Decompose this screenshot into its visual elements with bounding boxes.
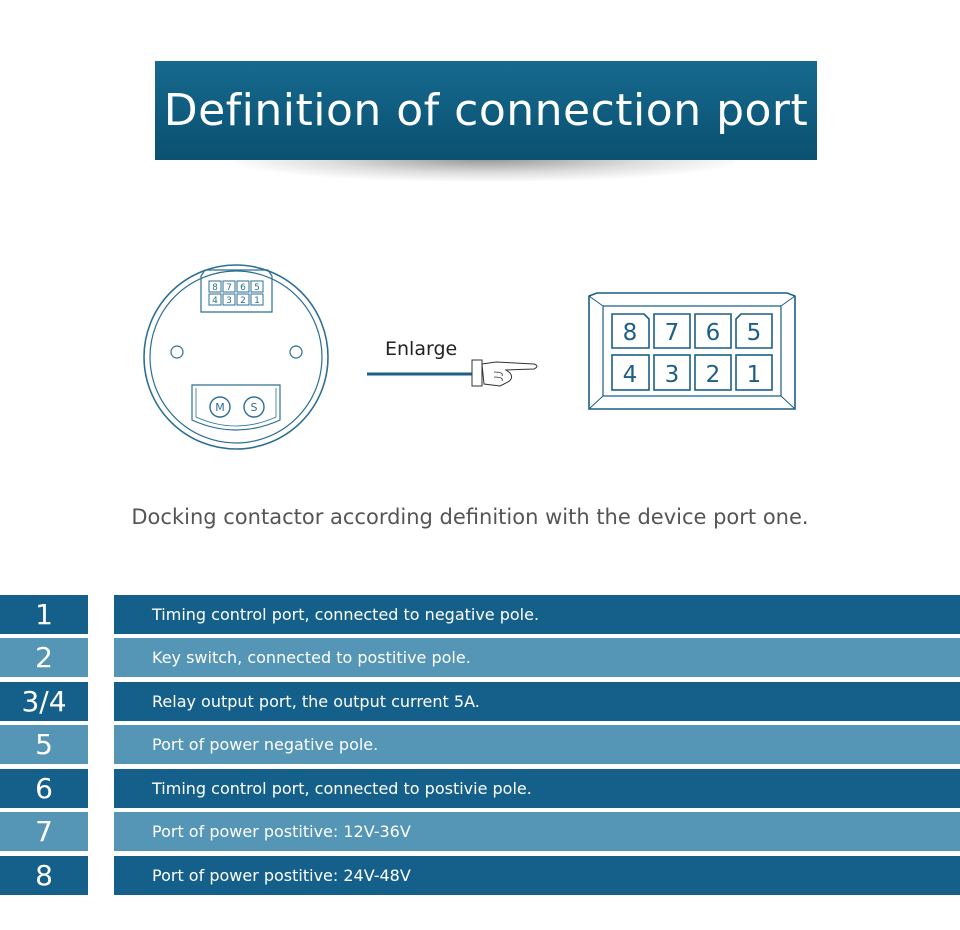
pin-description: Port of power negative pole. bbox=[114, 725, 960, 764]
port-pin-label: 2 bbox=[706, 362, 721, 388]
enlarge-label: Enlarge bbox=[385, 338, 458, 360]
s-button bbox=[243, 396, 265, 418]
small-port-label: 3 bbox=[226, 296, 232, 306]
mounting-hole bbox=[289, 345, 303, 359]
mounting-hole bbox=[170, 345, 184, 359]
list-item: 6 Timing control port, connected to post… bbox=[0, 769, 960, 808]
pin-description: Relay output port, the output current 5A… bbox=[114, 682, 960, 721]
list-item: 2 Key switch, connected to postitive pol… bbox=[0, 638, 960, 677]
list-item: 5 Port of power negative pole. bbox=[0, 725, 960, 764]
caption: Docking contactor according definition w… bbox=[131, 505, 809, 529]
port-pin-label: 6 bbox=[706, 320, 721, 346]
diagram-svg: 8 7 6 5 4 3 2 1 M S bbox=[143, 264, 796, 450]
list-item: 3/4 Relay output port, the output curren… bbox=[0, 682, 960, 721]
port-pin-label: 5 bbox=[747, 320, 762, 346]
pin-description: Timing control port, connected to postiv… bbox=[114, 769, 960, 808]
pin-description: Key switch, connected to postitive pole. bbox=[114, 638, 960, 677]
small-port-label: 4 bbox=[212, 296, 218, 306]
small-port-grid: 8 7 6 5 4 3 2 1 bbox=[208, 280, 264, 306]
pin-number: 8 bbox=[0, 856, 88, 895]
list-item: 1 Timing control port, connected to nega… bbox=[0, 595, 960, 634]
pin-number: 5 bbox=[0, 725, 88, 764]
pin-number: 1 bbox=[0, 595, 88, 634]
pin-number: 3/4 bbox=[0, 682, 88, 721]
port-pin-label: 1 bbox=[747, 362, 762, 388]
small-port-label: 7 bbox=[226, 283, 232, 293]
s-button-label: S bbox=[251, 401, 258, 414]
m-button-label: M bbox=[215, 401, 225, 414]
pointing-hand-icon bbox=[471, 359, 538, 387]
port-pin-label: 4 bbox=[623, 362, 638, 388]
small-port-label: 5 bbox=[254, 283, 260, 293]
device-back: 8 7 6 5 4 3 2 1 M S bbox=[143, 264, 329, 450]
port-diagram: 8 7 6 5 4 3 2 1 M S bbox=[0, 200, 960, 500]
enlarged-port: 8 7 6 5 4 3 2 1 bbox=[588, 292, 796, 410]
list-item: 8 Port of power postitive: 24V-48V bbox=[0, 856, 960, 895]
pin-description: Port of power postitive: 12V-36V bbox=[114, 812, 960, 851]
port-pin-label: 7 bbox=[665, 320, 680, 346]
pin-description: Timing control port, connected to negati… bbox=[114, 595, 960, 634]
small-port-label: 6 bbox=[240, 283, 246, 293]
port-pin-label: 3 bbox=[665, 362, 680, 388]
pin-number: 7 bbox=[0, 812, 88, 851]
title-banner: Definition of connection port bbox=[155, 61, 817, 191]
list-item: 7 Port of power postitive: 12V-36V bbox=[0, 812, 960, 851]
m-button bbox=[209, 396, 231, 418]
pin-number: 6 bbox=[0, 769, 88, 808]
small-port-label: 1 bbox=[254, 296, 260, 306]
pin-number: 2 bbox=[0, 638, 88, 677]
small-port-label: 8 bbox=[212, 283, 218, 293]
page-title: Definition of connection port bbox=[155, 61, 817, 160]
small-port-label: 2 bbox=[240, 296, 246, 306]
pin-description: Port of power postitive: 24V-48V bbox=[114, 856, 960, 895]
port-pin-label: 8 bbox=[623, 320, 638, 346]
